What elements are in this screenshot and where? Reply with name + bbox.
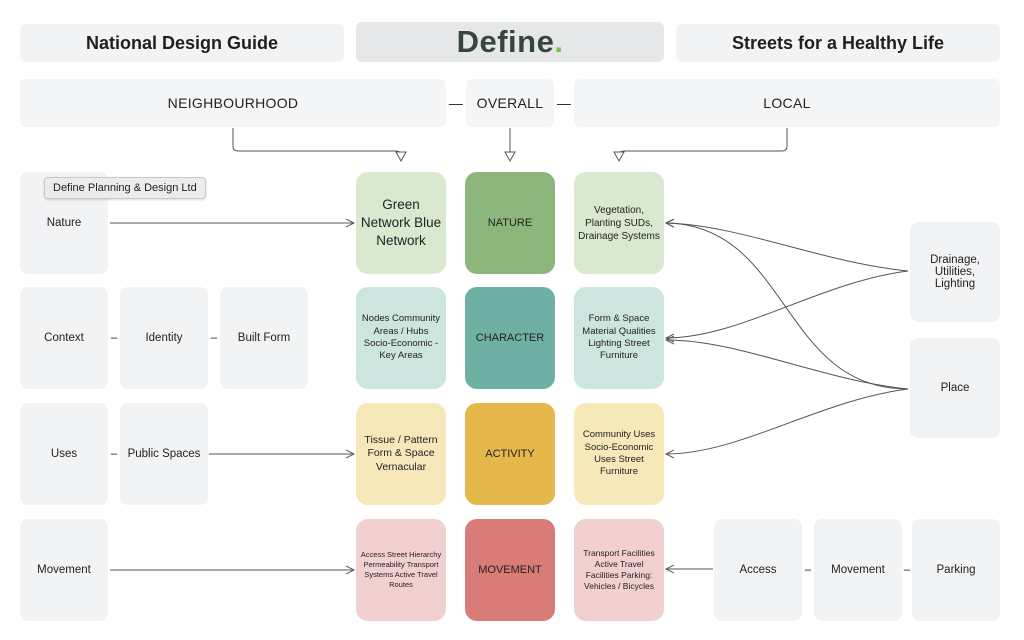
define-planning-badge: Define Planning & Design Ltd (44, 177, 206, 199)
local-movement-card: Transport Facilities Active Travel Facil… (574, 519, 664, 621)
right-dash-1: – (804, 564, 812, 576)
left-dash-3: – (110, 448, 118, 460)
overall-activity-card: ACTIVITY (465, 403, 555, 505)
right-place: Place (910, 338, 1000, 438)
overall-character-card: CHARACTER (465, 287, 555, 389)
right-drainage-utilities-lighting: Drainage, Utilities, Lighting (910, 222, 1000, 322)
left-context: Context (20, 287, 108, 389)
neighbourhood-character-card: Nodes Community Areas / Hubs Socio-Econo… (356, 287, 446, 389)
right-parking: Parking (912, 519, 1000, 621)
drainage-to-nature-curve (666, 223, 909, 272)
logo-dot: . (554, 24, 564, 59)
place-to-nature-curve (666, 223, 909, 390)
neighbourhood-arrow (232, 128, 407, 163)
left-built-form: Built Form (220, 287, 308, 389)
streets-healthy-life-title: Streets for a Healthy Life (676, 24, 1000, 62)
neighbourhood-activity-card: Tissue / Pattern Form & Space Vernacular (356, 403, 446, 505)
left-public-spaces: Public Spaces (120, 403, 208, 505)
left-uses: Uses (20, 403, 108, 505)
neighbourhood-movement-card: Access Street Hierarchy Permeability Tra… (356, 519, 446, 621)
scope-dash-right: — (556, 95, 572, 111)
drainage-to-character-curve (666, 270, 909, 338)
right-movement: Movement (814, 519, 902, 621)
place-to-activity-curve (666, 388, 909, 454)
left-identity: Identity (120, 287, 208, 389)
local-nature-card: Vegetation, Planting SUDs, Drainage Syst… (574, 172, 664, 274)
neighbourhood-nature-card: Green Network Blue Network (356, 172, 446, 274)
scope-local: LOCAL (574, 79, 1000, 127)
left-dash-1: – (110, 332, 118, 344)
overall-nature-card: NATURE (465, 172, 555, 274)
right-dash-2: – (903, 564, 911, 576)
national-design-guide-title: National Design Guide (20, 24, 344, 62)
scope-neighbourhood: NEIGHBOURHOOD (20, 79, 446, 127)
local-arrow (613, 128, 788, 163)
logo-text: Define (456, 24, 555, 59)
left-dash-2: – (210, 332, 218, 344)
overall-movement-card: MOVEMENT (465, 519, 555, 621)
scope-dash-left: — (448, 95, 464, 111)
local-activity-card: Community Uses Socio-Economic Uses Stree… (574, 403, 664, 505)
scope-overall: OVERALL (466, 79, 554, 127)
left-movement: Movement (20, 519, 108, 621)
place-to-character-curve (666, 340, 909, 390)
local-character-card: Form & Space Material Qualities Lighting… (574, 287, 664, 389)
right-access: Access (714, 519, 802, 621)
define-logo: Define. (356, 22, 664, 62)
